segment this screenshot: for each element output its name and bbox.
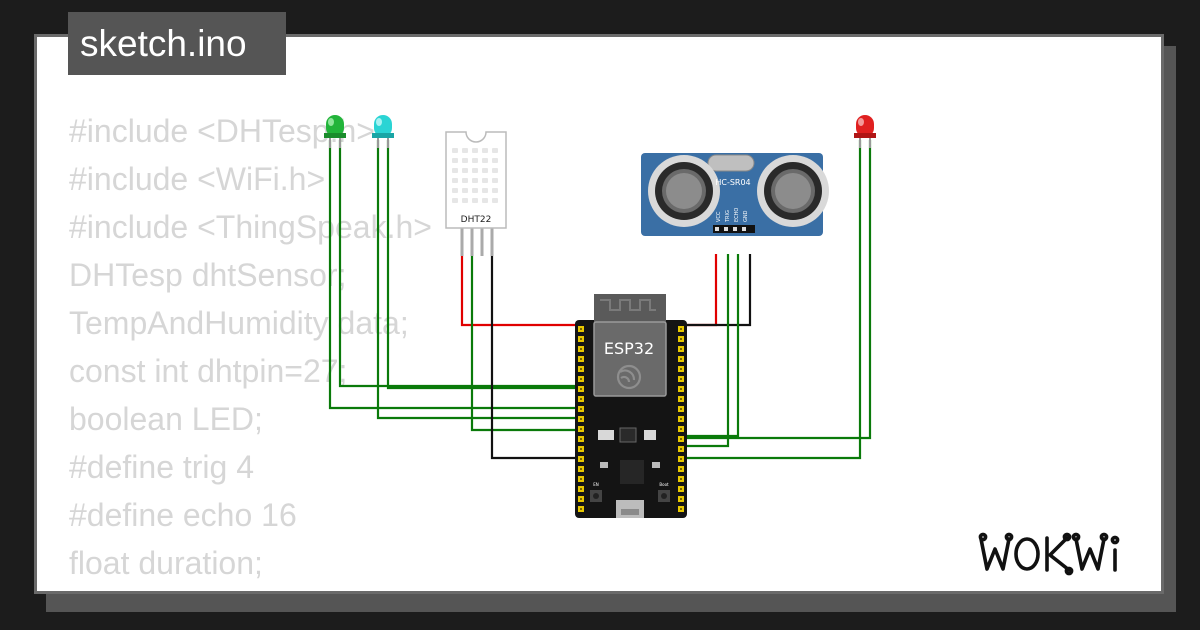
wire-dht-gnd [490, 254, 580, 460]
wire-cyan-led-1 [376, 140, 580, 420]
wire-sr04-gnd [670, 254, 752, 327]
wire-red-led-2 [682, 140, 872, 440]
code-line: #include <WiFi.h> [69, 161, 326, 197]
code-line: TempAndHumidity data; [69, 305, 409, 341]
pin-label-gnd: GND [743, 210, 749, 222]
wire-sr04-echo [682, 254, 740, 438]
wire-sr04-trig [682, 254, 730, 448]
dht22-vent-grid [452, 148, 498, 203]
file-tab[interactable]: sketch.ino [68, 12, 286, 75]
code-line: #define echo 16 [69, 497, 297, 533]
boot-label: Boot [659, 482, 669, 487]
wire-red-led-1 [682, 140, 862, 460]
code-line: boolean LED; [69, 401, 263, 437]
led-cyan[interactable] [372, 115, 394, 148]
pin-row-left [578, 326, 584, 512]
en-label: EN [593, 482, 599, 487]
led-red[interactable] [854, 115, 876, 148]
transducer-left [648, 155, 720, 227]
wire-dht-vcc [460, 254, 718, 327]
dht22-sensor[interactable]: DHT22 [445, 131, 507, 256]
transducer-right [757, 155, 829, 227]
pin-label-trig: TRIG [725, 210, 731, 223]
pin-label-vcc: VCC [716, 211, 722, 222]
code-line: const int dhtpin=27; [69, 353, 348, 389]
wire-green-led-2 [338, 140, 580, 388]
dht22-label: DHT22 [461, 215, 492, 225]
wires [328, 140, 872, 460]
code-line: #include <ThingSpeak.h> [69, 209, 432, 245]
code-line: float duration; [69, 545, 263, 581]
esp32-label: ESP32 [604, 339, 654, 358]
espressif-icon [616, 364, 642, 390]
code-line: DHTesp dhtSensor; [69, 257, 347, 293]
pin-label-echo: ECHO [734, 208, 740, 222]
led-green[interactable] [324, 115, 346, 148]
hc-sr04-sensor[interactable]: HC-SR04 VCC TRIG ECHO GND [641, 153, 829, 236]
hc-sr04-label: HC-SR04 [715, 178, 750, 187]
code-line: #define trig 4 [69, 449, 255, 485]
wire-cyan-led-2 [386, 140, 580, 390]
wire-green-led-1 [328, 140, 580, 410]
wire-dht-data [470, 254, 580, 432]
pin-row-right [678, 326, 684, 512]
wokwi-logo [978, 532, 1120, 576]
esp32-board[interactable]: ESP32 EN Boot [575, 294, 687, 518]
code-background: #include <DHTesp.h> #include <WiFi.h> #inc… [69, 107, 432, 591]
hc-sr04-header [713, 225, 755, 233]
code-line: #include <DHTesp.h> [69, 113, 375, 149]
